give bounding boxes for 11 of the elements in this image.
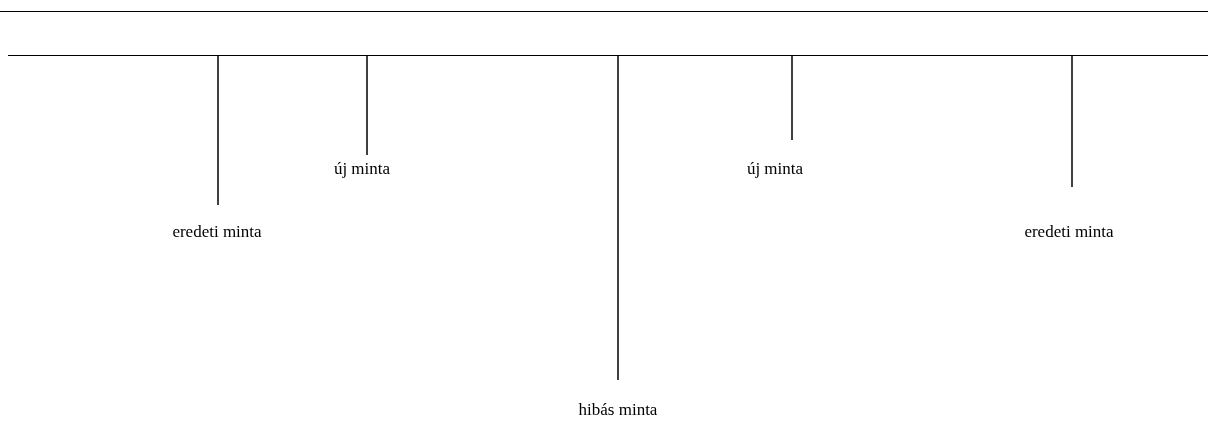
leader-line bbox=[791, 55, 793, 141]
leader-line bbox=[366, 55, 368, 156]
sample-label: eredeti minta bbox=[1024, 222, 1114, 242]
sample-label: új minta bbox=[333, 159, 391, 179]
leader-line bbox=[217, 55, 219, 206]
leader-line bbox=[617, 55, 619, 381]
sample-label: hibás minta bbox=[578, 400, 658, 420]
sample-label: eredeti minta bbox=[172, 222, 262, 242]
baseline-bar bbox=[8, 55, 1208, 56]
sample-label: új minta bbox=[746, 159, 804, 179]
leader-line bbox=[1071, 55, 1073, 188]
